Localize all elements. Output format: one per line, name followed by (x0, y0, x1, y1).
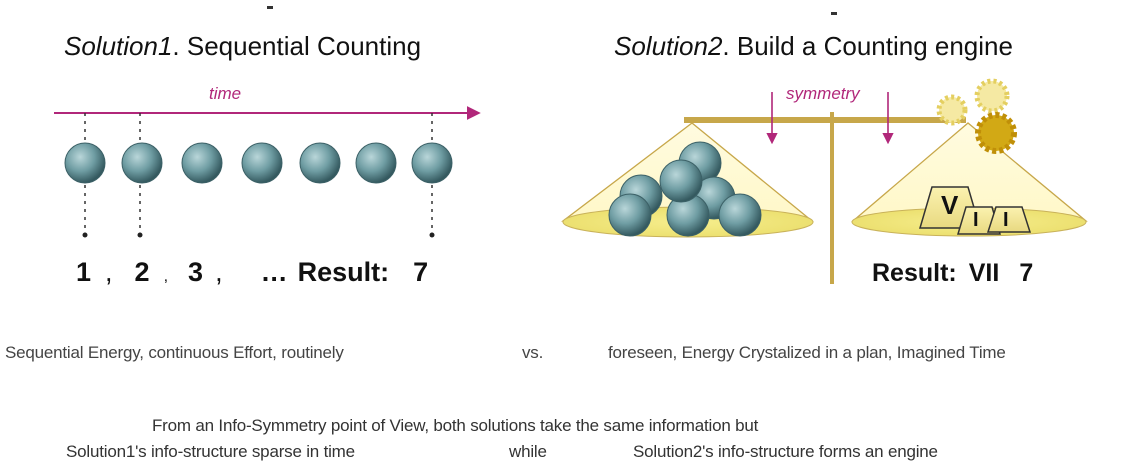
sphere-row (64, 142, 453, 184)
count-1: 1 (76, 257, 92, 287)
solution1-title-italic: Solution1 (64, 31, 173, 61)
count-dot-7 (429, 232, 435, 238)
solution1-title: Solution1. Sequential Counting (64, 31, 421, 62)
count-sep-3: , (215, 257, 223, 287)
solution2-title-rest: . Build a Counting engine (722, 31, 1013, 61)
sphere (241, 142, 283, 184)
roman-block-i2 (986, 206, 1032, 233)
roman-letter-v: V (941, 190, 959, 220)
sphere (181, 142, 223, 184)
gear-icon (936, 78, 1017, 154)
sphere (411, 142, 453, 184)
sphere-pile (608, 141, 762, 237)
sphere (64, 142, 106, 184)
balance-beam (684, 117, 966, 123)
footer-line-2-right: Solution2's info-structure forms an engi… (633, 442, 938, 461)
count-dot-1 (82, 232, 88, 238)
comparison-left: Sequential Energy, continuous Effort, ro… (5, 343, 344, 362)
roman-blocks (918, 186, 1032, 235)
footer-line-2-left: Solution1's info-structure sparse in tim… (66, 442, 355, 461)
count-ellipsis: … (260, 257, 288, 287)
solution2-result: Result: VII 7 (872, 259, 1033, 288)
symmetry-label: symmetry (786, 84, 860, 103)
count-result-label: Result: (297, 257, 390, 287)
top-dash-left (267, 6, 273, 9)
solution2-result-label: Result: (872, 259, 957, 287)
sphere (608, 193, 652, 237)
sphere (718, 193, 762, 237)
solution2-title-italic: Solution2 (614, 31, 723, 61)
roman-letter-i1: I (973, 209, 979, 231)
sphere (659, 159, 703, 203)
balance-post (830, 112, 834, 284)
solution2-result-number: 7 (1019, 259, 1034, 287)
roman-letter-i2: I (1003, 209, 1009, 231)
count-sep-1: , (105, 257, 113, 287)
count-dot-2 (137, 232, 143, 238)
count-2: 2 (134, 257, 150, 287)
sphere (355, 142, 397, 184)
count-sequence: 1, 2, 3, … Result: 7 (76, 257, 428, 288)
comparison-vs: vs. (522, 343, 544, 362)
sphere (121, 142, 163, 184)
solution2-result-roman: VII (968, 259, 1000, 287)
footer-line-2-mid: while (509, 442, 547, 461)
count-sep-2: , (163, 268, 169, 285)
footer-line-1: From an Info-Symmetry point of View, bot… (152, 416, 759, 435)
sphere (299, 142, 341, 184)
solution1-title-rest: . Sequential Counting (172, 31, 422, 61)
comparison-right: foreseen, Energy Crystalized in a plan, … (608, 343, 1006, 362)
time-label: time (209, 84, 242, 103)
solution2-title: Solution2. Build a Counting engine (614, 31, 1013, 62)
count-result-value: 7 (413, 257, 429, 287)
count-3: 3 (188, 257, 204, 287)
top-dash-right (831, 12, 837, 15)
